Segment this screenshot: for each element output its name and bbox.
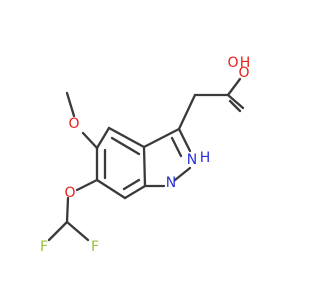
bond-n2-n1 <box>173 166 192 182</box>
methoxy-oxygen-label: O <box>68 116 79 132</box>
nitrogen-nh-label: N <box>187 152 197 168</box>
bond-cooh-o-double <box>226 93 245 110</box>
hydroxyl-hydrogen-label: H <box>240 55 251 71</box>
bond-c6-o-difluoromethoxy <box>75 178 99 192</box>
difluoromethoxy-oxygen-label: O <box>64 185 75 201</box>
bond-o-chf2 <box>65 196 70 224</box>
carboxyl-oxygen-label: O <box>238 65 249 81</box>
bond-c7-c7a-inner <box>122 178 141 191</box>
nitrogen-nh-hydrogen-label: H <box>200 150 211 166</box>
bond-c3-n2-double-inner <box>170 136 183 158</box>
bond-c3a-c4-inner <box>110 136 141 156</box>
bond-o-methyl <box>65 91 76 118</box>
bond-lines <box>47 77 245 242</box>
hydroxyl-oxygen-label: O <box>227 55 238 71</box>
bond-c7-c7a <box>123 184 147 200</box>
fluorine-left-label: F <box>40 239 48 255</box>
bond-c5-o-methoxy <box>81 131 99 150</box>
bond-c3a-c3 <box>142 127 181 149</box>
bond-cooh-oh <box>226 77 242 97</box>
bond-c3-ch2 <box>177 93 197 131</box>
molecule-structure-diagram: O O H O O F F N H N <box>40 55 250 255</box>
bond-c4-c5 <box>95 126 111 150</box>
bond-c3a-c4 <box>107 126 146 149</box>
bond-c7a-c3a <box>142 145 147 188</box>
fluorine-right-label: F <box>91 239 99 255</box>
bond-cooh-o-double-inner <box>228 99 242 113</box>
bond-c3-n2-double <box>177 127 192 153</box>
bond-c6-c7 <box>95 178 127 200</box>
bond-chf2-f-left <box>47 220 69 242</box>
atom-labels: O O H O O F F N H N <box>40 55 250 255</box>
nitrogen-pyrazole-label: N <box>166 175 176 191</box>
bond-chf2-f-right <box>65 220 90 242</box>
